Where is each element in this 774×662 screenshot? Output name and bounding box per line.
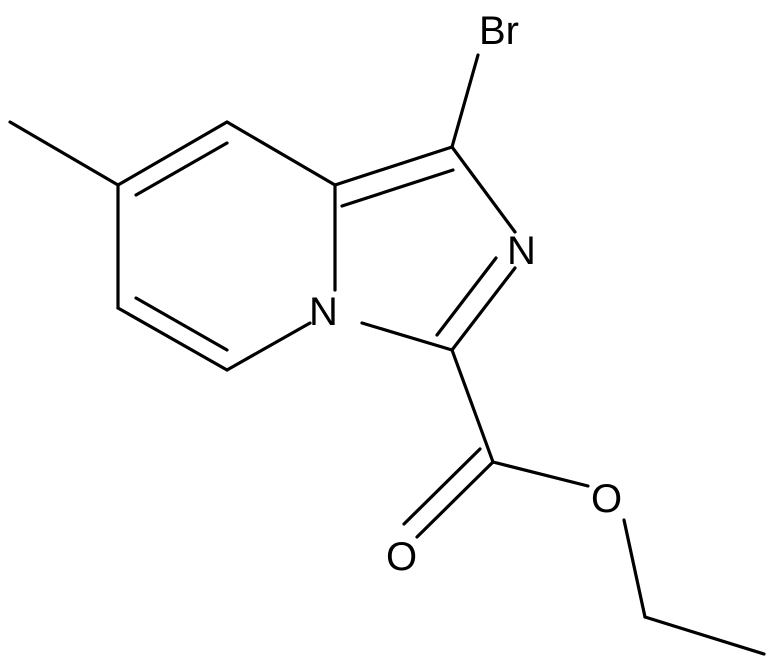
bond-c7-c8 bbox=[116, 120, 229, 187]
bond-c5-n4 bbox=[225, 321, 312, 372]
bond-o-ch2 bbox=[622, 518, 647, 619]
bond-c6-c5-inner bbox=[134, 296, 229, 352]
bond-c6-c5 bbox=[116, 306, 229, 372]
bond-c8-c8a bbox=[225, 120, 337, 187]
bond-c1-n2 bbox=[450, 145, 517, 234]
atom-label-o-carbonyl: O bbox=[386, 535, 417, 579]
bond-n2-c3-inner bbox=[435, 256, 498, 337]
bond-c1-br bbox=[450, 53, 480, 149]
bond-carbonyl bbox=[415, 460, 495, 539]
atom-label-br: Br bbox=[479, 9, 519, 53]
atom-label-o-ester: O bbox=[591, 477, 622, 521]
bond-c8a-c1-inner bbox=[340, 168, 455, 208]
bond-c7-c8-inner bbox=[134, 141, 229, 197]
bond-carboxyl-o bbox=[491, 460, 590, 488]
bond-c3-n4 bbox=[360, 321, 454, 352]
bond-methyl bbox=[8, 120, 120, 187]
bond-c8a-c1 bbox=[333, 145, 454, 187]
bond-c3-carboxyl bbox=[450, 348, 495, 464]
bond-n2-c3 bbox=[450, 266, 517, 352]
atom-label-n-ring: N bbox=[507, 229, 536, 273]
bond-carbonyl-inner bbox=[402, 447, 482, 526]
bond-ethyl bbox=[643, 615, 766, 656]
atom-label-n-bridge: N bbox=[309, 290, 338, 334]
